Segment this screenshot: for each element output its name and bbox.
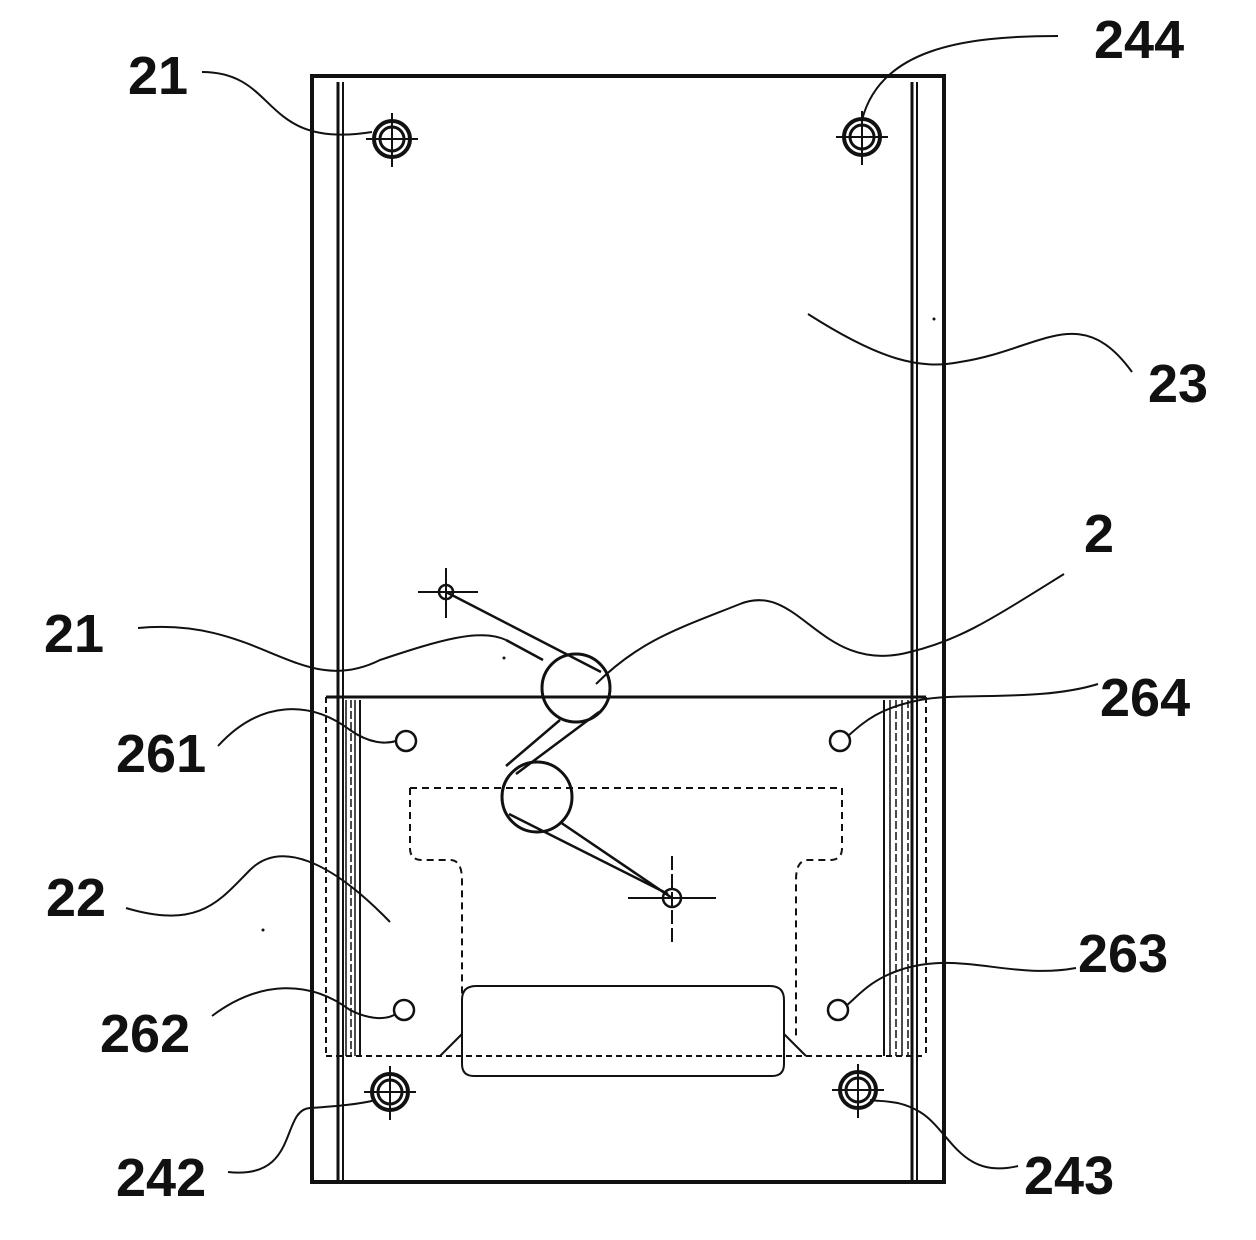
hole-262 — [394, 1000, 414, 1020]
label-21-top: 21 — [128, 46, 188, 106]
label-23: 23 — [1148, 354, 1208, 414]
t-cutout — [410, 788, 842, 1040]
label-264: 264 — [1100, 668, 1190, 728]
hole-264 — [830, 731, 850, 751]
label-262: 262 — [100, 1004, 190, 1064]
label-22: 22 — [46, 868, 106, 928]
label-244: 244 — [1094, 10, 1184, 70]
linkage-mechanism — [418, 568, 716, 944]
outer-frame — [312, 76, 944, 1182]
label-263: 263 — [1078, 924, 1168, 984]
hole-263 — [828, 1000, 848, 1020]
leader-lines — [126, 36, 1132, 1173]
bottom-slot — [462, 986, 784, 1076]
bolt-242 — [364, 1066, 416, 1120]
hole-261 — [396, 731, 416, 751]
label-242: 242 — [116, 1148, 206, 1208]
label-243: 243 — [1024, 1146, 1114, 1206]
label-21-mid: 21 — [44, 604, 104, 664]
bolt-243 — [832, 1064, 884, 1118]
bolt-21-top — [366, 113, 418, 167]
label-261: 261 — [116, 724, 206, 784]
label-2: 2 — [1084, 504, 1114, 564]
